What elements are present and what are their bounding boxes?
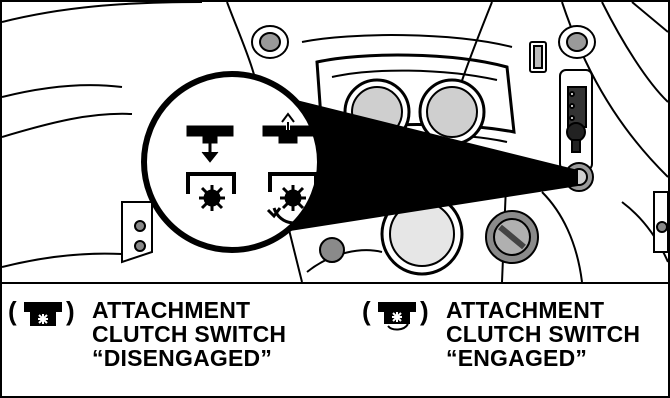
clutch-disengaged-icon [24, 302, 62, 326]
caption-line: CLUTCH SWITCH [92, 321, 287, 347]
side-switch-panel [559, 69, 593, 171]
caption-line: “ENGAGED” [446, 345, 588, 371]
open-paren: ( [362, 296, 371, 326]
caption-line: ATTACHMENT [446, 297, 605, 323]
caption-divider [2, 282, 668, 284]
caption-line: “DISENGAGED” [92, 345, 273, 371]
lower-round-panel [380, 192, 464, 276]
push-down-clutch-icon [186, 125, 236, 211]
key-switch [485, 210, 539, 264]
pull-up-clutch-icon [262, 112, 318, 225]
magnification-circle [141, 71, 323, 253]
left-bracket [121, 201, 153, 264]
open-paren: ( [8, 296, 17, 326]
close-paren: ) [420, 296, 429, 326]
dashboard-gauges [343, 78, 486, 146]
disengaged-caption: ( ) ATTACHMENT CLUTCH SWITCH “DISENGAGED… [8, 298, 308, 388]
close-paren: ) [66, 296, 75, 326]
caption-line: CLUTCH SWITCH [446, 321, 641, 347]
engaged-caption: ( ) ATTACHMENT CLUTCH SWITCH “ENGAGED” [362, 298, 662, 388]
magnification-beam [232, 84, 578, 240]
right-edge-bracket [653, 191, 668, 253]
clutch-engaged-icon [378, 302, 416, 331]
tractor-dashboard-illustration [2, 2, 668, 282]
caption-line: ATTACHMENT [92, 297, 251, 323]
lower-knob [319, 237, 345, 263]
top-knobs [251, 25, 596, 73]
